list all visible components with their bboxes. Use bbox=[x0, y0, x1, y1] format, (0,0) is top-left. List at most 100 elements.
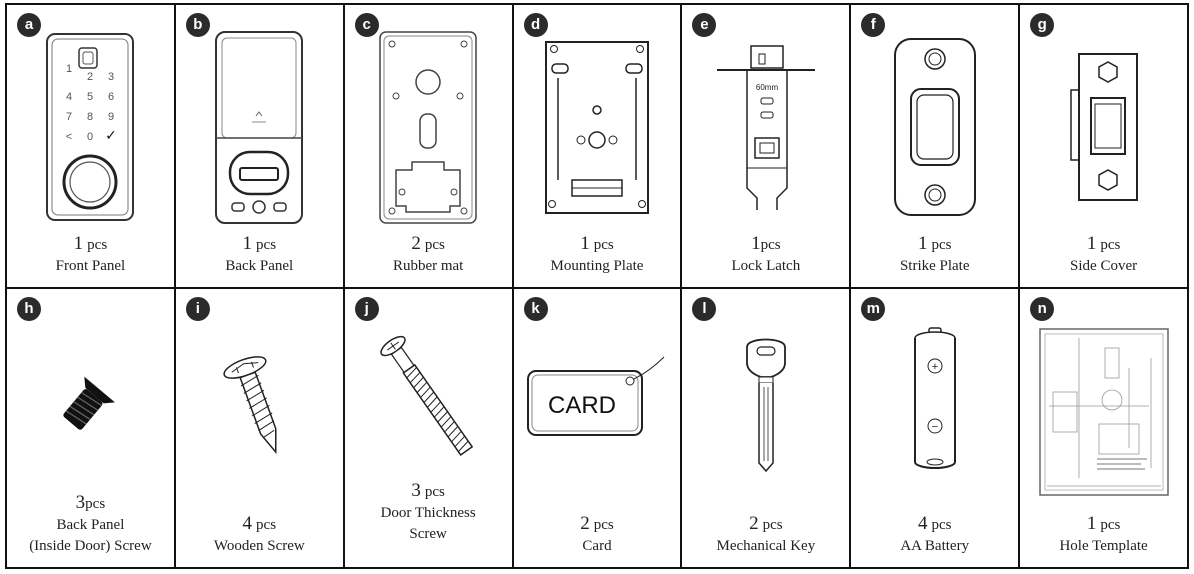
item-letter-badge: n bbox=[1030, 297, 1055, 321]
item-rubber-mat: c 2 pcs Rubber mat bbox=[345, 5, 514, 287]
back-panel-icon bbox=[176, 30, 343, 224]
package-contents-grid: a 1 2 3 4 5 6 7 8 9 bbox=[5, 3, 1189, 569]
item-letter-badge: h bbox=[17, 297, 41, 321]
mounting-plate-icon bbox=[514, 31, 681, 223]
item-quantity: 1 pcs bbox=[242, 233, 277, 254]
item-quantity: 1 pcs bbox=[73, 233, 108, 254]
item-letter-badge: m bbox=[861, 297, 886, 321]
rubber-mat-icon bbox=[345, 30, 512, 224]
item-name: Wooden Screw bbox=[213, 538, 305, 554]
side-cover-icon bbox=[1020, 31, 1187, 223]
item-name: Rubber mat bbox=[392, 258, 464, 274]
item-name: Front Panel bbox=[55, 258, 126, 274]
item-quantity: 2 pcs bbox=[580, 513, 614, 534]
item-quantity: 1 pcs bbox=[580, 233, 614, 254]
item-quantity: 1 pcs bbox=[1086, 233, 1121, 254]
item-name: (Inside Door) Screw bbox=[29, 538, 152, 554]
item-hole-template: n bbox=[1020, 289, 1187, 567]
keypad-key: < bbox=[66, 131, 72, 143]
strike-plate-icon bbox=[851, 31, 1018, 223]
aa-battery-icon: + − bbox=[851, 315, 1018, 487]
item-name: Screw bbox=[409, 526, 447, 542]
card-icon: CARD bbox=[514, 315, 681, 477]
item-quantity: 1 pcs bbox=[917, 233, 952, 254]
item-back-panel: b 1 pcs Back Panel bbox=[176, 5, 345, 287]
item-caption: 1pcs Lock Latch bbox=[682, 233, 849, 277]
item-name: Hole Template bbox=[1059, 538, 1148, 554]
keypad-key: 0 bbox=[87, 131, 93, 143]
keypad-key: 5 bbox=[87, 91, 93, 103]
item-quantity: 2 pcs bbox=[411, 233, 445, 254]
item-caption: 3pcs Back Panel (Inside Door) Screw bbox=[7, 492, 174, 557]
item-aa-battery: m + − 4 pcs AA Battery bbox=[851, 289, 1021, 567]
item-name: Lock Latch bbox=[731, 258, 801, 274]
item-quantity: 3pcs bbox=[75, 492, 106, 513]
wooden-screw-icon bbox=[176, 315, 343, 497]
item-quantity: 1 pcs bbox=[1086, 513, 1121, 534]
item-letter-badge: c bbox=[354, 13, 379, 37]
item-quantity: 4 pcs bbox=[242, 513, 277, 534]
item-wooden-screw: i 4 pc bbox=[176, 289, 345, 567]
item-name: Mechanical Key bbox=[716, 538, 816, 554]
item-card: k CARD 2 pcs Card bbox=[514, 289, 683, 567]
item-caption: 4 pcs Wooden Screw bbox=[176, 513, 343, 557]
item-letter-badge: f bbox=[861, 13, 886, 37]
item-quantity: 3 pcs bbox=[411, 480, 445, 501]
item-caption: 2 pcs Mechanical Key bbox=[682, 513, 849, 557]
keypad-key: 1 bbox=[66, 63, 72, 75]
item-mounting-plate: d 1 pcs Mount bbox=[514, 5, 683, 287]
mechanical-key-icon bbox=[682, 315, 849, 491]
item-caption: 1 pcs Side Cover bbox=[1020, 233, 1187, 277]
item-caption: 3 pcs Door Thickness Screw bbox=[345, 480, 512, 545]
keypad-key: 2 bbox=[87, 71, 93, 83]
item-door-thickness-screw: j bbox=[345, 289, 514, 567]
keypad-key: 7 bbox=[66, 111, 72, 123]
item-letter-badge: e bbox=[692, 13, 717, 37]
keypad-key: 9 bbox=[108, 111, 114, 123]
item-quantity: 2 pcs bbox=[749, 513, 783, 534]
item-letter-badge: l bbox=[692, 297, 717, 321]
keypad-key: 6 bbox=[108, 91, 114, 103]
item-front-panel: a 1 2 3 4 5 6 7 8 9 bbox=[7, 5, 176, 287]
door-thickness-screw-icon bbox=[345, 315, 512, 477]
contents-row-1: a 1 2 3 4 5 6 7 8 9 bbox=[7, 5, 1187, 289]
item-name: AA Battery bbox=[900, 538, 970, 554]
item-lock-latch: e 60mm 1pcs Lock Latch bbox=[682, 5, 852, 287]
item-side-cover: g 1 pcs Side Cover bbox=[1020, 5, 1187, 287]
item-name: Mounting Plate bbox=[550, 258, 644, 274]
hole-template-icon bbox=[1020, 327, 1187, 497]
item-mechanical-key: l 2 pcs Mechanical Key bbox=[682, 289, 852, 567]
latch-size-label: 60mm bbox=[756, 83, 779, 92]
front-panel-icon: 1 2 3 4 5 6 7 8 9 < 0 ✓ bbox=[7, 31, 174, 223]
lock-latch-icon: 60mm bbox=[682, 31, 849, 223]
keypad-key: 4 bbox=[66, 91, 72, 103]
item-quantity: 4 pcs bbox=[917, 513, 952, 534]
card-label: CARD bbox=[548, 392, 616, 419]
item-letter-badge: i bbox=[185, 297, 210, 321]
keypad-key: ✓ bbox=[106, 127, 118, 143]
battery-plus-label: + bbox=[932, 361, 938, 373]
item-letter-badge: g bbox=[1030, 13, 1055, 37]
item-letter-badge: a bbox=[17, 13, 41, 37]
item-name: Back Panel bbox=[56, 517, 125, 533]
item-caption: 1 pcs Back Panel bbox=[176, 233, 343, 277]
keypad-key: 8 bbox=[87, 111, 93, 123]
item-name: Back Panel bbox=[225, 258, 294, 274]
item-name: Card bbox=[582, 538, 612, 554]
item-letter-badge: d bbox=[523, 13, 548, 37]
item-letter-badge: j bbox=[354, 297, 379, 321]
item-caption: 4 pcs AA Battery bbox=[851, 513, 1018, 557]
item-letter-badge: b bbox=[185, 13, 210, 37]
contents-row-2: h 3pcs Back Panel bbox=[7, 289, 1187, 567]
back-panel-screw-icon bbox=[7, 315, 174, 487]
item-strike-plate: f 1 pcs Strike Plate bbox=[851, 5, 1021, 287]
battery-minus-label: − bbox=[932, 421, 938, 433]
item-back-panel-screw: h 3pcs Back Panel bbox=[7, 289, 176, 567]
keypad-key: 3 bbox=[108, 71, 114, 83]
item-caption: 1 pcs Front Panel bbox=[7, 233, 174, 277]
item-caption: 1 pcs Strike Plate bbox=[851, 233, 1018, 277]
item-caption: 1 pcs Mounting Plate bbox=[514, 233, 681, 277]
item-name: Strike Plate bbox=[899, 258, 970, 274]
item-name: Door Thickness bbox=[380, 505, 476, 521]
item-letter-badge: k bbox=[523, 297, 548, 321]
